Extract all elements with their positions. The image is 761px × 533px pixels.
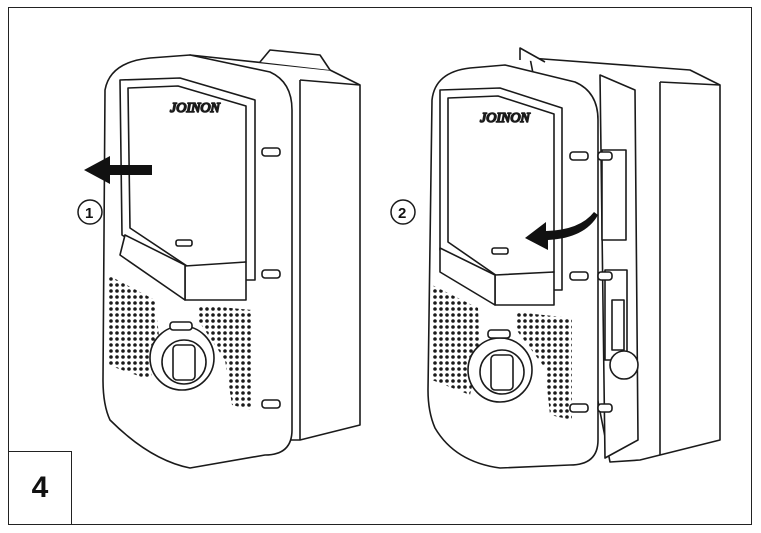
screw-icon: [569, 151, 613, 413]
step-number-box: 4: [8, 451, 72, 525]
step-number: 4: [31, 471, 49, 504]
step-callout-1: 1: [77, 199, 103, 225]
charger-right: JOINON: [427, 47, 721, 469]
screw-icon: [261, 147, 281, 409]
svg-text:2: 2: [398, 205, 406, 222]
charger-left: JOINON: [102, 49, 361, 469]
brand-label: JOINON: [480, 111, 530, 126]
svg-text:1: 1: [85, 205, 93, 222]
curved-arrow-icon: [525, 212, 598, 250]
left-arrow-icon: [84, 156, 152, 184]
step-callout-2: 2: [390, 199, 416, 225]
brand-label: JOINON: [170, 101, 220, 116]
